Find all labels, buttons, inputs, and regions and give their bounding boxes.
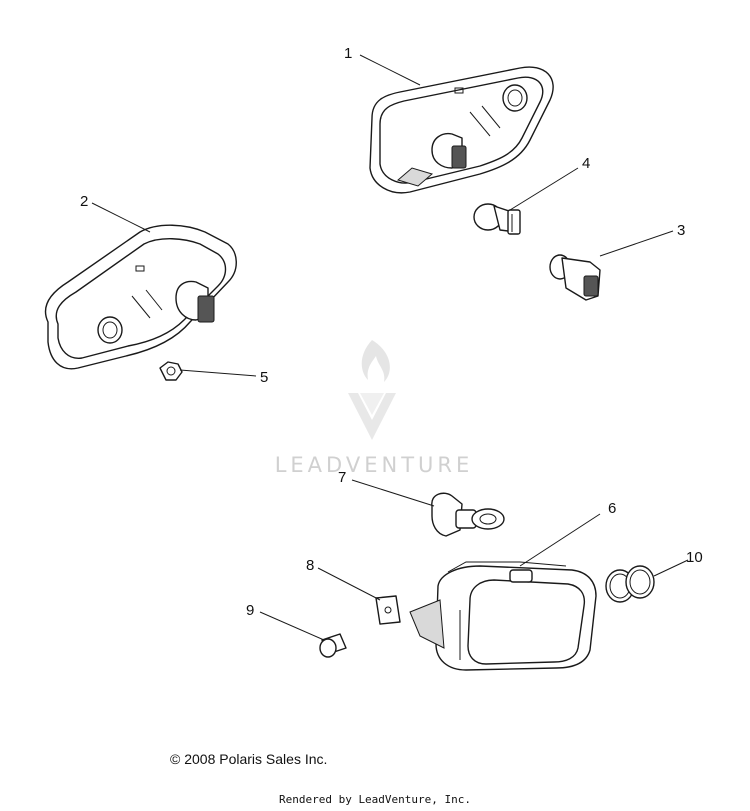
copyright-notice: © 2008 Polaris Sales Inc. (170, 751, 328, 767)
callout-8: 8 (306, 557, 314, 574)
part-9-screw (319, 633, 347, 658)
leader-line-7 (351, 479, 435, 507)
part-7-halogen-bulb (431, 492, 505, 537)
callout-5: 5 (260, 369, 268, 386)
leader-line-4 (509, 167, 579, 211)
leader-line-2 (91, 202, 151, 233)
callout-7: 7 (338, 469, 346, 486)
part-2-tail-light-housing (44, 224, 237, 370)
part-5-nut (159, 361, 183, 381)
part-8-clip (375, 595, 401, 625)
leadventure-watermark: LEADVENTURE (275, 340, 474, 477)
part-10-o-rings (605, 565, 655, 603)
callout-2: 2 (80, 193, 88, 210)
leader-lines (91, 54, 689, 641)
callout-10: 10 (686, 549, 703, 566)
callout-3: 3 (677, 222, 685, 239)
leader-line-10 (653, 559, 689, 577)
part-4-bulb (473, 203, 521, 235)
leader-line-8 (317, 567, 381, 601)
leader-line-6 (519, 513, 601, 567)
callout-9: 9 (246, 602, 254, 619)
rendered-by-credit: Rendered by LeadVenture, Inc. (278, 793, 472, 806)
callout-6: 6 (608, 500, 616, 517)
watermark-text: LEADVENTURE (275, 453, 474, 477)
callout-4: 4 (582, 155, 590, 172)
part-3-bulb-socket (549, 254, 601, 301)
leader-line-3 (599, 230, 674, 257)
leader-line-1 (359, 54, 421, 86)
part-6-headlight-assembly (409, 561, 597, 671)
callout-1: 1 (344, 45, 352, 62)
leader-line-9 (259, 611, 325, 641)
leadventure-logo-icon (348, 340, 396, 440)
leader-line-5 (179, 369, 257, 377)
callout-labels: 1 2 3 4 5 6 7 8 9 10 (80, 45, 703, 619)
part-1-tail-light-housing (369, 66, 554, 194)
